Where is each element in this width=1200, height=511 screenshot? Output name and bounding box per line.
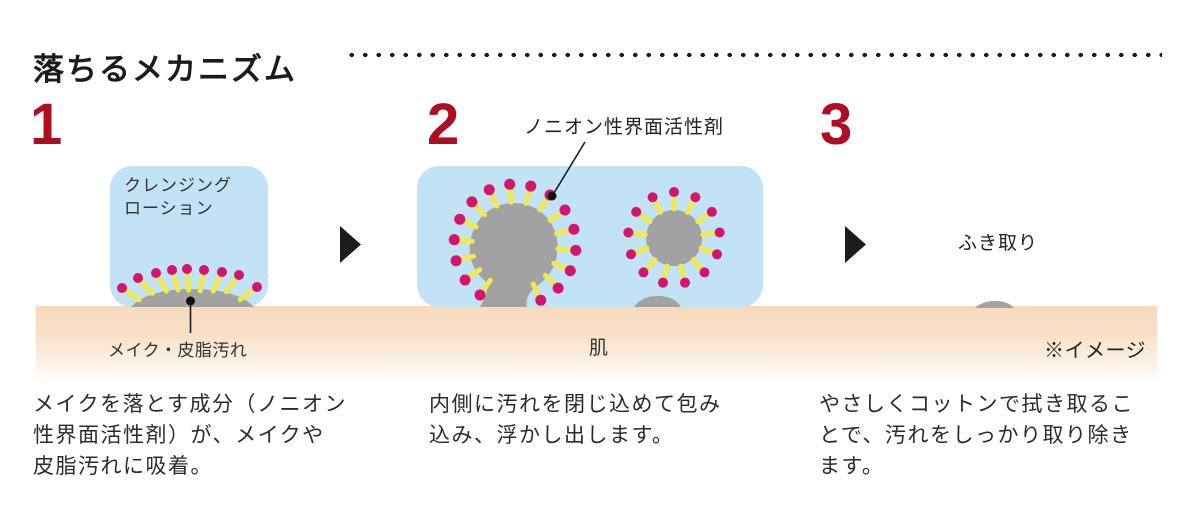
step-1-number: 1 xyxy=(30,92,63,157)
lotion-box-step2 xyxy=(417,166,763,307)
step-3-caption: やさしくコットンで拭き取るこ とで、汚れをしっかり取り除き ます。 xyxy=(819,393,1134,478)
step-2-number: 2 xyxy=(427,92,460,157)
makeup-sebum-label: メイク・皮脂汚れ xyxy=(108,341,248,360)
lotion-label: クレンジング ローション xyxy=(124,176,232,218)
step-1-caption: メイクを落とす成分（ノニオン 性界面活性剤）が、メイクや 皮脂汚れに吸着。 xyxy=(33,393,347,478)
arrow-right-icon xyxy=(340,226,361,263)
arrow-right-icon xyxy=(845,226,866,263)
image-disclaimer-note: ※イメージ xyxy=(1044,340,1147,362)
dotted-divider xyxy=(345,52,1162,58)
skin-band xyxy=(36,306,1157,379)
wipe-label: ふき取り xyxy=(958,233,1039,254)
step-3-number: 3 xyxy=(820,92,853,157)
page-title: 落ちるメカニズム xyxy=(33,51,297,87)
skin-label: 肌 xyxy=(589,338,609,359)
step-2-caption: 内側に汚れを閉じ込めて包み 込み、浮かし出します。 xyxy=(429,393,722,447)
surfactant-label: ノニオン性界面活性剤 xyxy=(524,117,725,138)
